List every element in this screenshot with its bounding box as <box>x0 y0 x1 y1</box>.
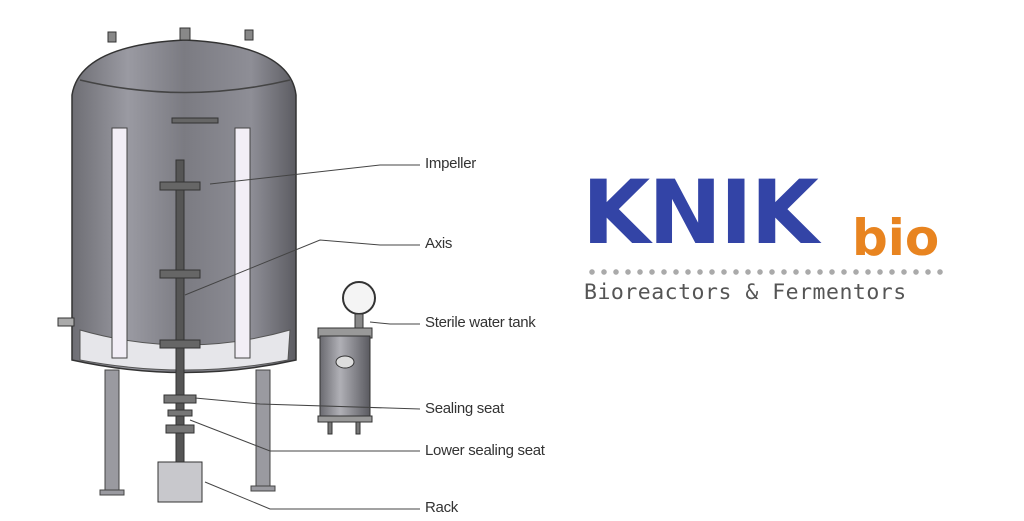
label-sterile-water-tank: Sterile water tank <box>425 314 536 331</box>
logo-name: KNIK <box>582 161 819 264</box>
sterile-water-tank <box>317 281 376 435</box>
logo-suffix: bio <box>852 209 940 267</box>
tank-legs <box>99 369 276 496</box>
knik-bio-logo: KNIK bio Bioreactors & Fermentors <box>582 168 962 318</box>
leader-lines <box>184 164 421 510</box>
label-axis: Axis <box>425 235 453 252</box>
logo-tagline: Bioreactors & Fermentors <box>584 280 907 305</box>
impeller-shaft <box>157 117 219 503</box>
label-rack: Rack <box>425 499 458 516</box>
label-lower-sealing-seat: Lower sealing seat <box>425 442 545 459</box>
logo-dot-divider <box>586 268 946 276</box>
label-sealing-seat: Sealing seat <box>425 400 504 417</box>
label-impeller: Impeller <box>425 155 476 172</box>
